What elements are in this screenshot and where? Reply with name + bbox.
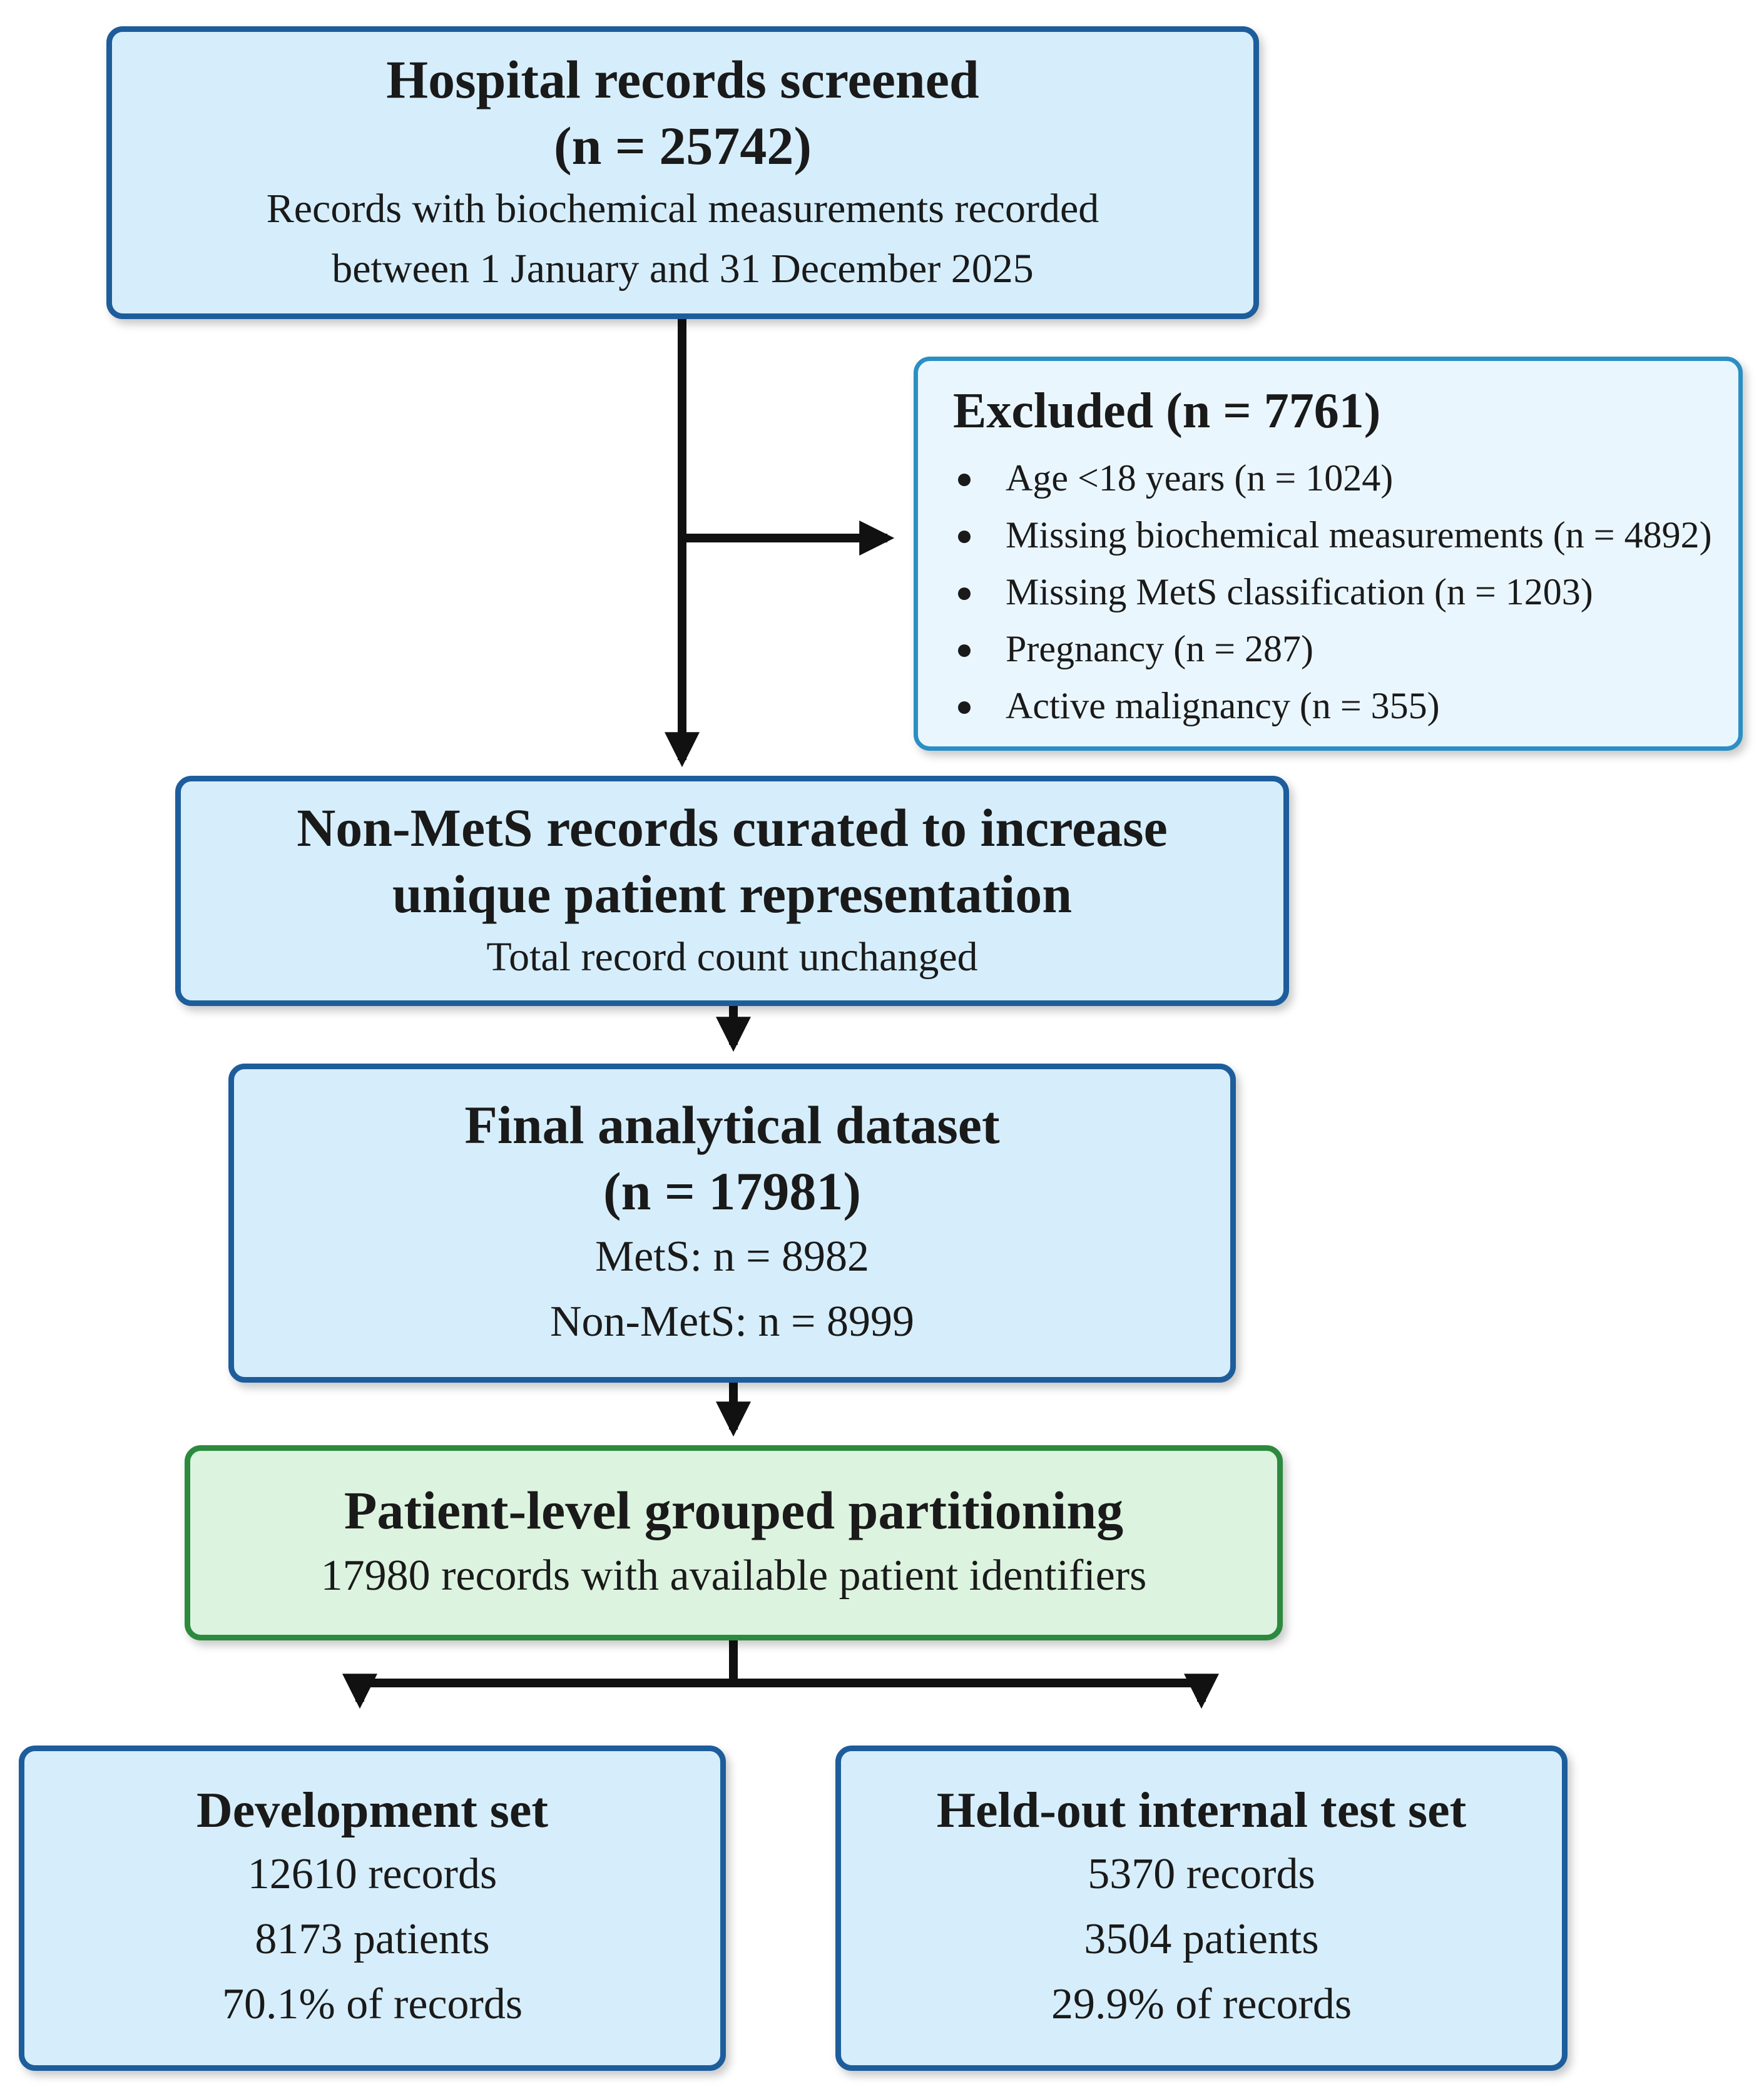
development-title: Development set bbox=[196, 1783, 549, 1838]
screened-title: Hospital records screened bbox=[386, 49, 979, 109]
exclusion-item-age: Age <18 years (n = 1024) bbox=[953, 450, 1712, 507]
screened-desc-line2: between 1 January and 31 December 2025 bbox=[332, 246, 1034, 292]
excluded-title: Excluded (n = 7761) bbox=[953, 384, 1381, 439]
screened-desc-line1: Records with biochemical measurements re… bbox=[266, 186, 1099, 231]
partition-title: Patient-level grouped partitioning bbox=[344, 1480, 1124, 1540]
exclusion-item-pregnancy: Pregnancy (n = 287) bbox=[953, 621, 1712, 678]
test-percent: 29.9% of records bbox=[1051, 1980, 1352, 2028]
curated-box: Non-MetS records curated to increase uni… bbox=[175, 776, 1289, 1006]
final-mets: MetS: n = 8982 bbox=[594, 1233, 870, 1281]
partition-desc: 17980 records with available patient ide… bbox=[320, 1552, 1147, 1600]
split-connector-right bbox=[733, 1674, 1219, 1709]
final-title: Final analytical dataset bbox=[464, 1095, 1000, 1155]
curated-desc: Total record count unchanged bbox=[486, 934, 978, 980]
partition-box: Patient-level grouped partitioning 17980… bbox=[185, 1445, 1283, 1640]
development-box: Development set 12610 records 8173 patie… bbox=[19, 1746, 726, 2071]
final-nonmets: Non-MetS: n = 8999 bbox=[550, 1298, 914, 1346]
curated-title-line2: unique patient representation bbox=[392, 864, 1073, 924]
test-title: Held-out internal test set bbox=[936, 1783, 1467, 1838]
excluded-box: Excluded (n = 7761) Age <18 years (n = 1… bbox=[914, 357, 1743, 751]
test-records: 5370 records bbox=[1088, 1850, 1315, 1898]
split-connector bbox=[342, 1640, 738, 1709]
development-records: 12610 records bbox=[247, 1850, 497, 1898]
exclusion-item-malignancy: Active malignancy (n = 355) bbox=[953, 678, 1712, 734]
development-percent: 70.1% of records bbox=[222, 1980, 523, 2028]
final-box: Final analytical dataset (n = 17981) Met… bbox=[228, 1064, 1236, 1383]
exclusion-list: Age <18 years (n = 1024) Missing biochem… bbox=[918, 450, 1712, 734]
development-patients: 8173 patients bbox=[255, 1915, 490, 1963]
final-count: (n = 17981) bbox=[603, 1161, 862, 1221]
test-box: Held-out internal test set 5370 records … bbox=[835, 1746, 1568, 2071]
test-patients: 3504 patients bbox=[1084, 1915, 1319, 1963]
screened-box: Hospital records screened (n = 25742) Re… bbox=[106, 26, 1259, 319]
exclusion-item-missing-biochemical: Missing biochemical measurements (n = 48… bbox=[953, 507, 1712, 564]
curated-title-line1: Non-MetS records curated to increase bbox=[297, 798, 1168, 858]
screened-count: (n = 25742) bbox=[553, 116, 812, 176]
exclusion-item-missing-mets: Missing MetS classification (n = 1203) bbox=[953, 564, 1712, 621]
